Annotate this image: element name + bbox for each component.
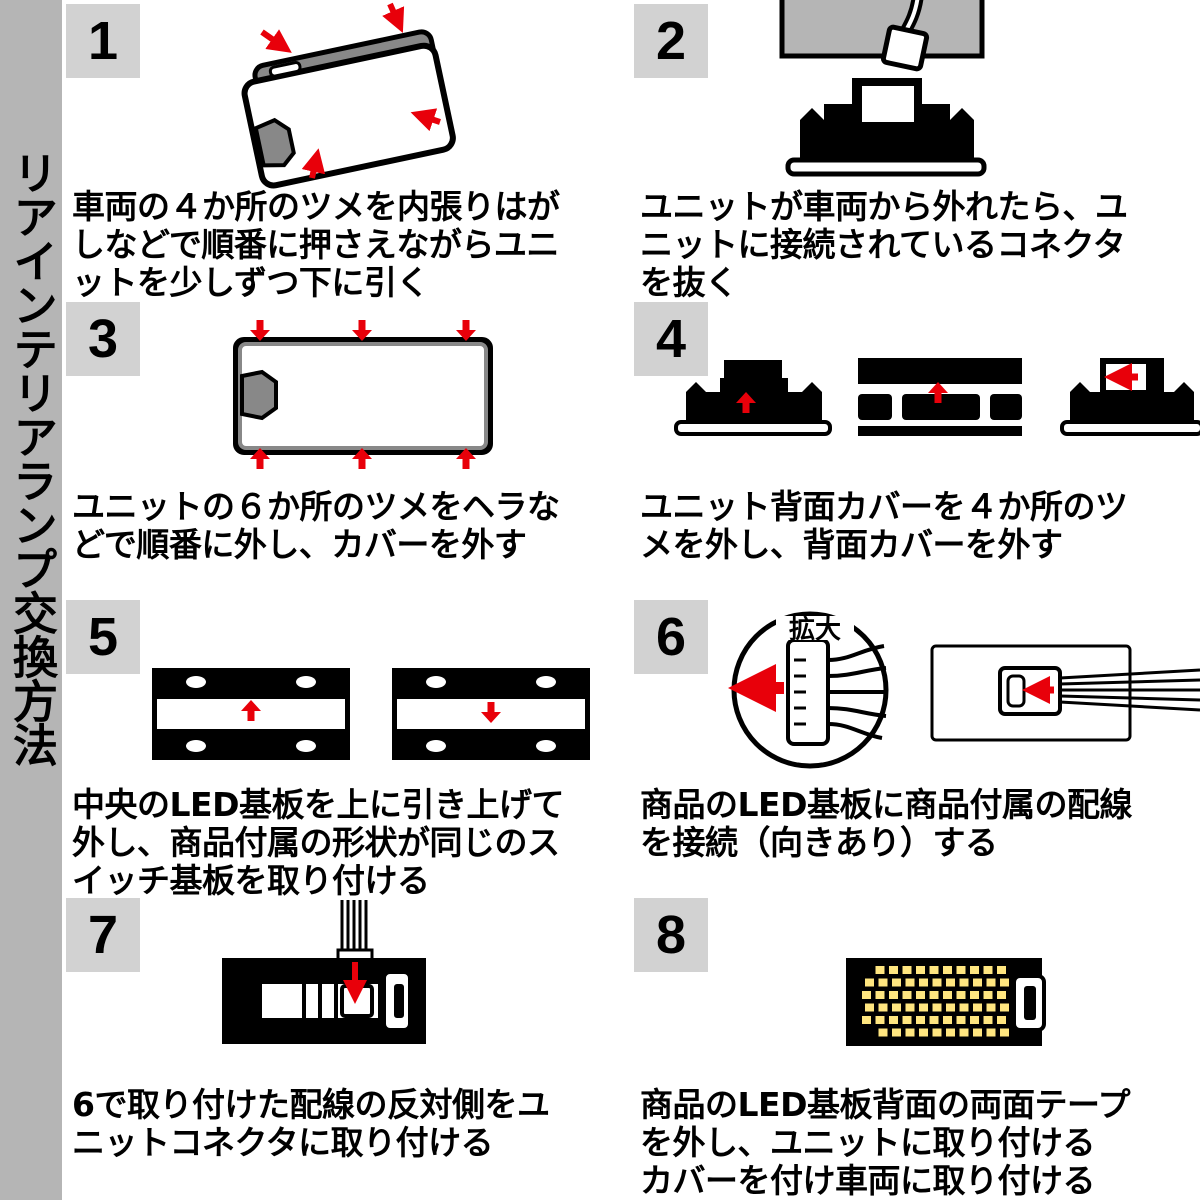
led-chip [865, 1003, 874, 1012]
led-chip [889, 1016, 898, 1024]
led-chip [875, 991, 885, 999]
led-chip [997, 991, 1006, 999]
led-chip [916, 991, 925, 999]
title-sidebar: リアインテリアランプ交換方法 [0, 0, 62, 1200]
step-8-illustration [846, 958, 1046, 1046]
led-chip [956, 1016, 966, 1024]
led-chip [932, 1028, 942, 1037]
step-6-illustration [728, 611, 1200, 769]
step-number: 1 [66, 4, 140, 78]
led-chip [875, 966, 885, 974]
led-chip [919, 1028, 928, 1037]
led-chip [878, 978, 888, 987]
led-chip [946, 978, 955, 987]
step-7-caption: 6で取り付けた配線の反対側をユニットコネクタに取り付ける [72, 1085, 550, 1162]
step-7-illustration [222, 900, 426, 1044]
led-chip [983, 1016, 993, 1024]
led-chip [929, 991, 939, 999]
step-5-illustration [152, 668, 590, 760]
led-chip [956, 991, 966, 999]
led-chip [905, 1028, 915, 1037]
led-chip [946, 1028, 955, 1037]
led-chip [902, 1016, 912, 1024]
led-chip [932, 978, 942, 987]
led-chip [905, 978, 915, 987]
step-number: 8 [634, 898, 708, 972]
led-chip [902, 991, 912, 999]
led-chip [956, 966, 966, 974]
led-chip [875, 1016, 885, 1024]
step-number: 3 [66, 302, 140, 376]
led-chip [862, 1016, 871, 1024]
step-6-caption: 商品のLED基板に商品付属の配線を接続（向きあり）する [640, 785, 1132, 862]
step-number: 4 [634, 302, 708, 376]
led-chip [878, 1003, 888, 1012]
led-chip [986, 1028, 996, 1037]
led-chip [970, 1016, 979, 1024]
step-3-illustration [233, 320, 493, 469]
step-2-illustration [779, 0, 987, 177]
led-chip [892, 1003, 901, 1012]
led-chip [973, 1028, 982, 1037]
step-4-caption: ユニット背面カバーを４か所のツメを外し、背面カバーを外す [640, 487, 1128, 564]
step-1-illustration [241, 2, 456, 189]
led-chip [916, 1016, 925, 1024]
led-chip [1000, 1028, 1009, 1037]
led-chip [997, 966, 1006, 974]
step-8-caption: 商品のLED基板背面の両面テープを外し、ユニットに取り付けるカバーを付け車両に取… [640, 1085, 1130, 1200]
led-chip [865, 978, 874, 987]
led-chip [986, 1003, 996, 1012]
led-chip [1000, 1003, 1009, 1012]
led-chip [905, 1003, 915, 1012]
led-chip [902, 966, 912, 974]
led-chip [946, 1003, 955, 1012]
led-chip [959, 978, 969, 987]
led-chip [862, 991, 871, 999]
step-number: 5 [66, 600, 140, 674]
led-chip [916, 966, 925, 974]
zoom-label: 拡大 [789, 615, 841, 645]
step-number: 7 [66, 898, 140, 972]
led-chip [889, 966, 898, 974]
step-2-caption: ユニットが車両から外れたら、ユニットに接続されているコネクタを抜く [640, 187, 1128, 302]
led-chip [919, 978, 928, 987]
step-1-caption: 車両の４か所のツメを内張りはがしなどで順番に押さえながらユニットを少しずつ下に引… [72, 187, 560, 302]
led-chip [997, 1016, 1006, 1024]
led-chip [959, 1003, 969, 1012]
led-chip [929, 1016, 939, 1024]
step-5-caption: 中央のLED基板を上に引き上げて外し、商品付属の形状が同じのスイッチ基板を取り付… [72, 785, 564, 900]
led-chip [929, 966, 939, 974]
led-chip [983, 991, 993, 999]
step-number: 2 [634, 4, 708, 78]
led-chip-grid [862, 966, 1009, 1037]
led-chip [943, 1016, 952, 1024]
led-chip [943, 991, 952, 999]
led-chip [959, 1028, 969, 1037]
led-chip [986, 978, 996, 987]
led-chip [973, 1003, 982, 1012]
led-chip [889, 991, 898, 999]
step-4-illustration [674, 358, 1200, 436]
led-chip [919, 1003, 928, 1012]
led-chip [973, 978, 982, 987]
led-chip [892, 1028, 901, 1037]
led-chip [1000, 978, 1009, 987]
step-3-caption: ユニットの６か所のツメをヘラなどで順番に外し、カバーを外す [72, 487, 560, 564]
step-number: 6 [634, 600, 708, 674]
led-chip [892, 978, 901, 987]
led-chip [970, 991, 979, 999]
led-chip [878, 1028, 888, 1037]
led-chip [983, 966, 993, 974]
led-chip [943, 966, 952, 974]
led-chip [970, 966, 979, 974]
led-chip [932, 1003, 942, 1012]
page-title: リアインテリアランプ交換方法 [5, 150, 58, 766]
